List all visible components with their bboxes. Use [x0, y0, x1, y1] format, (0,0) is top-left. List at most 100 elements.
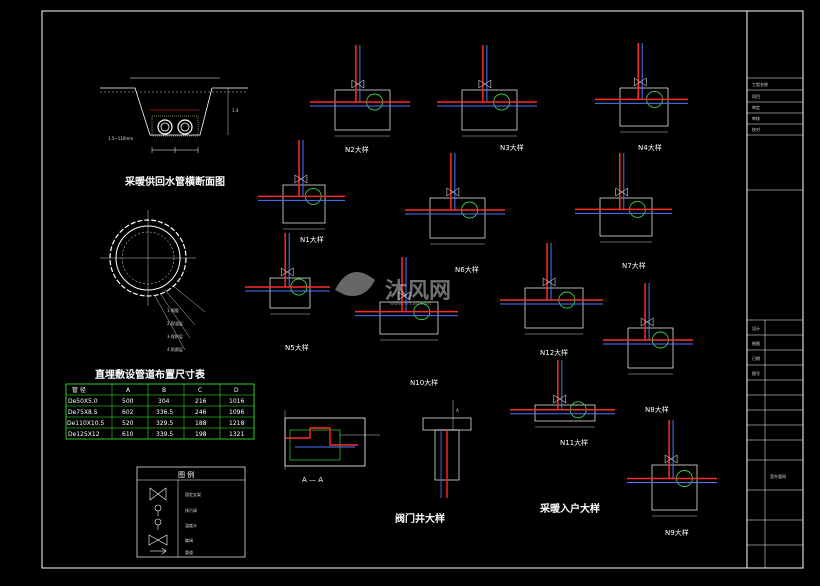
- detail-n1: N1大样: [258, 140, 345, 244]
- detail-label: N10大样: [410, 378, 438, 387]
- td-0-4: 1016: [229, 398, 244, 405]
- detail-n3: N3大样: [437, 45, 537, 152]
- td-1-1: 602: [122, 409, 134, 416]
- detail-valve-icon: [542, 277, 556, 287]
- td-2-0: De110X10.5: [67, 420, 104, 427]
- detail-box: [534, 404, 596, 422]
- detail-valve-icon: [446, 187, 460, 197]
- table-title: 直埋敷设管道布置尺寸表: [95, 368, 206, 381]
- ring-callout-1: 2.保温层: [167, 320, 183, 326]
- legend-label-2: 温度计: [185, 522, 197, 528]
- td-2-2: 329.5: [156, 420, 173, 427]
- td-2-1: 520: [122, 420, 134, 427]
- tb-row-6: 制图: [752, 340, 760, 346]
- td-3-3: 198: [195, 431, 207, 438]
- detail-valve-icon: [664, 454, 678, 464]
- th-4: D: [234, 387, 239, 394]
- legend-title: 图 例: [178, 470, 194, 479]
- td-3-0: De125X12: [68, 431, 100, 438]
- detail-box: [334, 89, 391, 131]
- watermark-url: www.mfcad.com: [390, 301, 431, 307]
- detail-box: [599, 197, 653, 237]
- td-2-4: 1218: [229, 420, 244, 427]
- tb-drawing-name: 室外管网: [770, 473, 786, 479]
- detail-n5: N5大样: [245, 233, 330, 352]
- tb-row-7: 日期: [752, 355, 760, 361]
- detail-n6: N6大样: [405, 153, 505, 274]
- detail-n12: N12大样: [500, 243, 603, 357]
- legend-trap-icon: [154, 504, 162, 516]
- detail-box: [429, 197, 486, 239]
- detail-n4: N4大样: [595, 43, 688, 152]
- td-0-2: 304: [158, 398, 170, 405]
- detail-label: N7大样: [622, 261, 646, 270]
- td-1-0: De75X8.5: [68, 409, 98, 416]
- detail-valve-icon: [553, 394, 567, 404]
- td-2-3: 188: [195, 420, 207, 427]
- detail-valve-icon: [280, 267, 294, 277]
- detail-label: N3大样: [500, 143, 524, 152]
- detail-label: N4大样: [638, 143, 662, 152]
- trench-title: 采暖供回水管横断面图: [124, 175, 225, 188]
- legend-label-3: 蝶阀: [185, 537, 193, 543]
- td-1-2: 336.5: [156, 409, 173, 416]
- detail-label: N5大样: [285, 343, 309, 352]
- valve-well-title: 阀门井大样: [395, 512, 445, 525]
- td-0-0: De50X5.0: [68, 398, 98, 405]
- trench-section: 1.4 1.5~110mm 采暖供回水管横断面图: [100, 77, 248, 188]
- detail-valve-icon: [633, 77, 647, 87]
- th-0: 管 径: [72, 386, 86, 394]
- legend-gauge-icon: [154, 518, 162, 530]
- detail-n7: N7大样: [575, 153, 672, 270]
- detail-valve-icon: [294, 174, 308, 184]
- detail-box: [627, 327, 674, 369]
- detail-n10: N10大样: [355, 257, 458, 387]
- entry-title: 采暖入户大样: [539, 502, 600, 515]
- th-3: C: [198, 387, 202, 394]
- legend-gate-icon: [148, 534, 168, 546]
- detail-layer: N2大样 N3大样 N4大样 N1大样 N5大样 N7大样 N8大样 N10大样 N12大样 N6…: [245, 43, 717, 537]
- trench-slope: 1.5~110mm: [108, 136, 133, 141]
- trench-depth: 1.4: [232, 108, 239, 113]
- tb-row-1: 项目: [752, 93, 760, 99]
- detail-label: N8大样: [645, 405, 669, 414]
- section-aa: A — A: [284, 410, 380, 484]
- detail-label: N12大样: [540, 348, 568, 357]
- watermark: 沐风网 www.mfcad.com: [335, 272, 451, 307]
- detail-box: [619, 87, 669, 127]
- detail-valve-icon: [640, 317, 654, 327]
- legend-label-0: 固定支架: [185, 491, 201, 497]
- detail-label: N2大样: [345, 145, 369, 154]
- watermark-name: 沐风网: [385, 279, 451, 304]
- td-0-3: 216: [195, 398, 207, 405]
- detail-valve-icon: [478, 79, 492, 89]
- tb-row-0: 工程名称: [752, 81, 768, 87]
- ring-callout-2: 3.保护层: [167, 333, 183, 339]
- ring-callout-0: 1.钢管: [167, 307, 179, 313]
- pipe-ring-section: 1.钢管 2.保温层 3.保护层 4.防腐层: [100, 210, 206, 352]
- detail-box: [379, 301, 439, 335]
- title-block: 工程名称 项目 审定 审核 校对 设计 制图 日期 图号 室外管网: [746, 10, 804, 569]
- detail-valve-icon: [397, 291, 411, 301]
- detail-label: N9大样: [665, 528, 689, 537]
- td-0-1: 500: [122, 398, 134, 405]
- td-1-3: 246: [195, 409, 207, 416]
- dimension-table: 直埋敷设管道布置尺寸表 管 径 A B C D De50X5.0 500 304…: [65, 368, 255, 440]
- detail-box: [461, 89, 518, 131]
- th-1: A: [126, 387, 131, 394]
- legend-valve-icon: [149, 487, 167, 501]
- detail-label: N1大样: [300, 235, 324, 244]
- detail-n8: N8大样: [603, 283, 693, 414]
- section-aa-label: A — A: [302, 476, 323, 484]
- td-3-4: 1321: [229, 431, 244, 438]
- legend-label-4: 管道: [185, 549, 193, 555]
- detail-n2: N2大样: [310, 45, 410, 154]
- detail-label: N11大样: [560, 438, 588, 447]
- tb-row-3: 审核: [752, 115, 760, 121]
- legend: 图 例 固定支架 排污阀 温度计 蝶阀 管道: [136, 466, 246, 558]
- detail-valve-icon: [351, 79, 365, 89]
- ring-callout-3: 4.防腐层: [167, 346, 183, 352]
- legend-arrow-icon: [150, 547, 167, 555]
